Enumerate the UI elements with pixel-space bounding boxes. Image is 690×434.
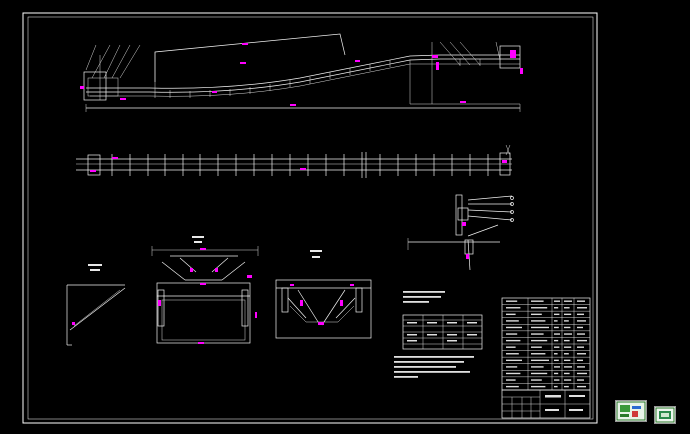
parameter-table [402,314,483,350]
parts-list-cell-text [554,307,559,309]
drawing-thumbnail-icon [655,407,675,423]
parts-list-cell-text [531,326,549,329]
parts-list-cell-text [564,379,572,381]
parts-list-cell-text [577,339,587,342]
parts-list-cell-text [564,366,572,368]
idler-section-view [151,236,259,344]
parts-list-cell-text [531,307,548,309]
parts-list-cell-text [531,385,546,388]
parts-list-cell-text [506,372,521,375]
parts-list-cell-text [506,346,516,348]
parts-list-cell-text [554,385,558,388]
parts-list-cell-text [577,379,584,381]
parts-list-cell-text [506,385,519,388]
parts-list-cell-text [506,379,516,381]
elevation-view [80,33,523,112]
parts-list-cell-text [554,379,560,381]
parts-list-cell-text [531,339,548,342]
parts-list-cell-text [531,359,549,362]
return-idler-section-view [275,250,372,339]
parts-list-cell-text [577,359,583,362]
title-block [501,389,591,419]
parts-list-cell-text [564,333,572,335]
parts-list-cell-text [554,359,559,362]
parts-list-cell-text [531,366,544,368]
parts-list-cell-text [554,333,560,335]
parts-list-cell-text [531,333,544,335]
parts-list-cell-text [564,300,572,302]
parts-list-table [501,297,591,391]
head-pulley-detail [407,194,514,271]
parts-list-cell-text [564,326,571,329]
parts-list-cell-text [506,339,521,342]
parts-list-cell-text [531,353,546,355]
parts-list-cell-text [554,366,560,368]
parts-list-cell-text [506,326,522,329]
parts-list-cell-text [506,320,519,322]
parts-list-cell-text [531,372,548,375]
parts-list-cell-text [531,346,542,348]
parts-list-cell-text [506,359,522,362]
parts-list-cell-text [564,353,569,355]
parts-list-cell-text [577,320,586,322]
parts-list-cell-text [506,300,518,302]
parts-list-cell-text [577,372,587,375]
parts-list-cell-text [531,313,542,316]
sheet-inner-border [27,16,594,420]
parts-list-cell-text [564,313,572,316]
support-bracket-view [66,264,126,346]
drawing-thumbnail-icon [616,401,646,421]
parts-list-cell-text [506,313,516,316]
parts-list-cell-text [554,346,560,348]
parts-list-cell-text [564,339,570,342]
parts-list-cell-text [577,353,586,355]
plan-view [76,144,512,178]
parts-list-cell-text [506,353,519,355]
parts-list-cell-text [531,379,542,381]
drawing-thumbnail-1[interactable] [615,400,647,422]
parts-list-cell-text [564,372,570,375]
technical-notes [394,291,474,378]
parts-list-cell-text [554,326,559,329]
drawing-thumbnail-2[interactable] [654,406,676,424]
parts-list-cell-text [577,346,584,348]
parts-list-cell-text [577,366,585,368]
parts-list-cell-text [506,333,518,335]
parts-list-cell-text [564,359,571,362]
parts-list-cell-text [564,320,569,322]
parts-list-cell-text [554,372,559,375]
parts-list-cell-text [554,300,560,302]
parts-list-cell-text [564,346,572,348]
parts-list-cell-text [564,385,569,388]
parts-list-cell-text [577,307,587,309]
parts-list-cell-text [506,366,518,368]
parts-list-cell-text [577,300,585,302]
parts-list-cell-text [564,307,570,309]
parts-list-cell-text [531,320,546,322]
parts-list-cell-text [506,307,521,309]
parts-list-cell-text [554,339,559,342]
parts-list-cell-text [554,353,558,355]
parts-list-cell-text [531,300,544,302]
parts-list-cell-text [577,313,584,316]
parts-list-cell-text [554,313,560,316]
parts-list-cell-text [554,320,558,322]
parts-list-cell-text [577,326,583,329]
sheet-border [22,12,598,424]
parts-list-cell-text [577,333,585,335]
parts-list-cell-text [577,385,586,388]
